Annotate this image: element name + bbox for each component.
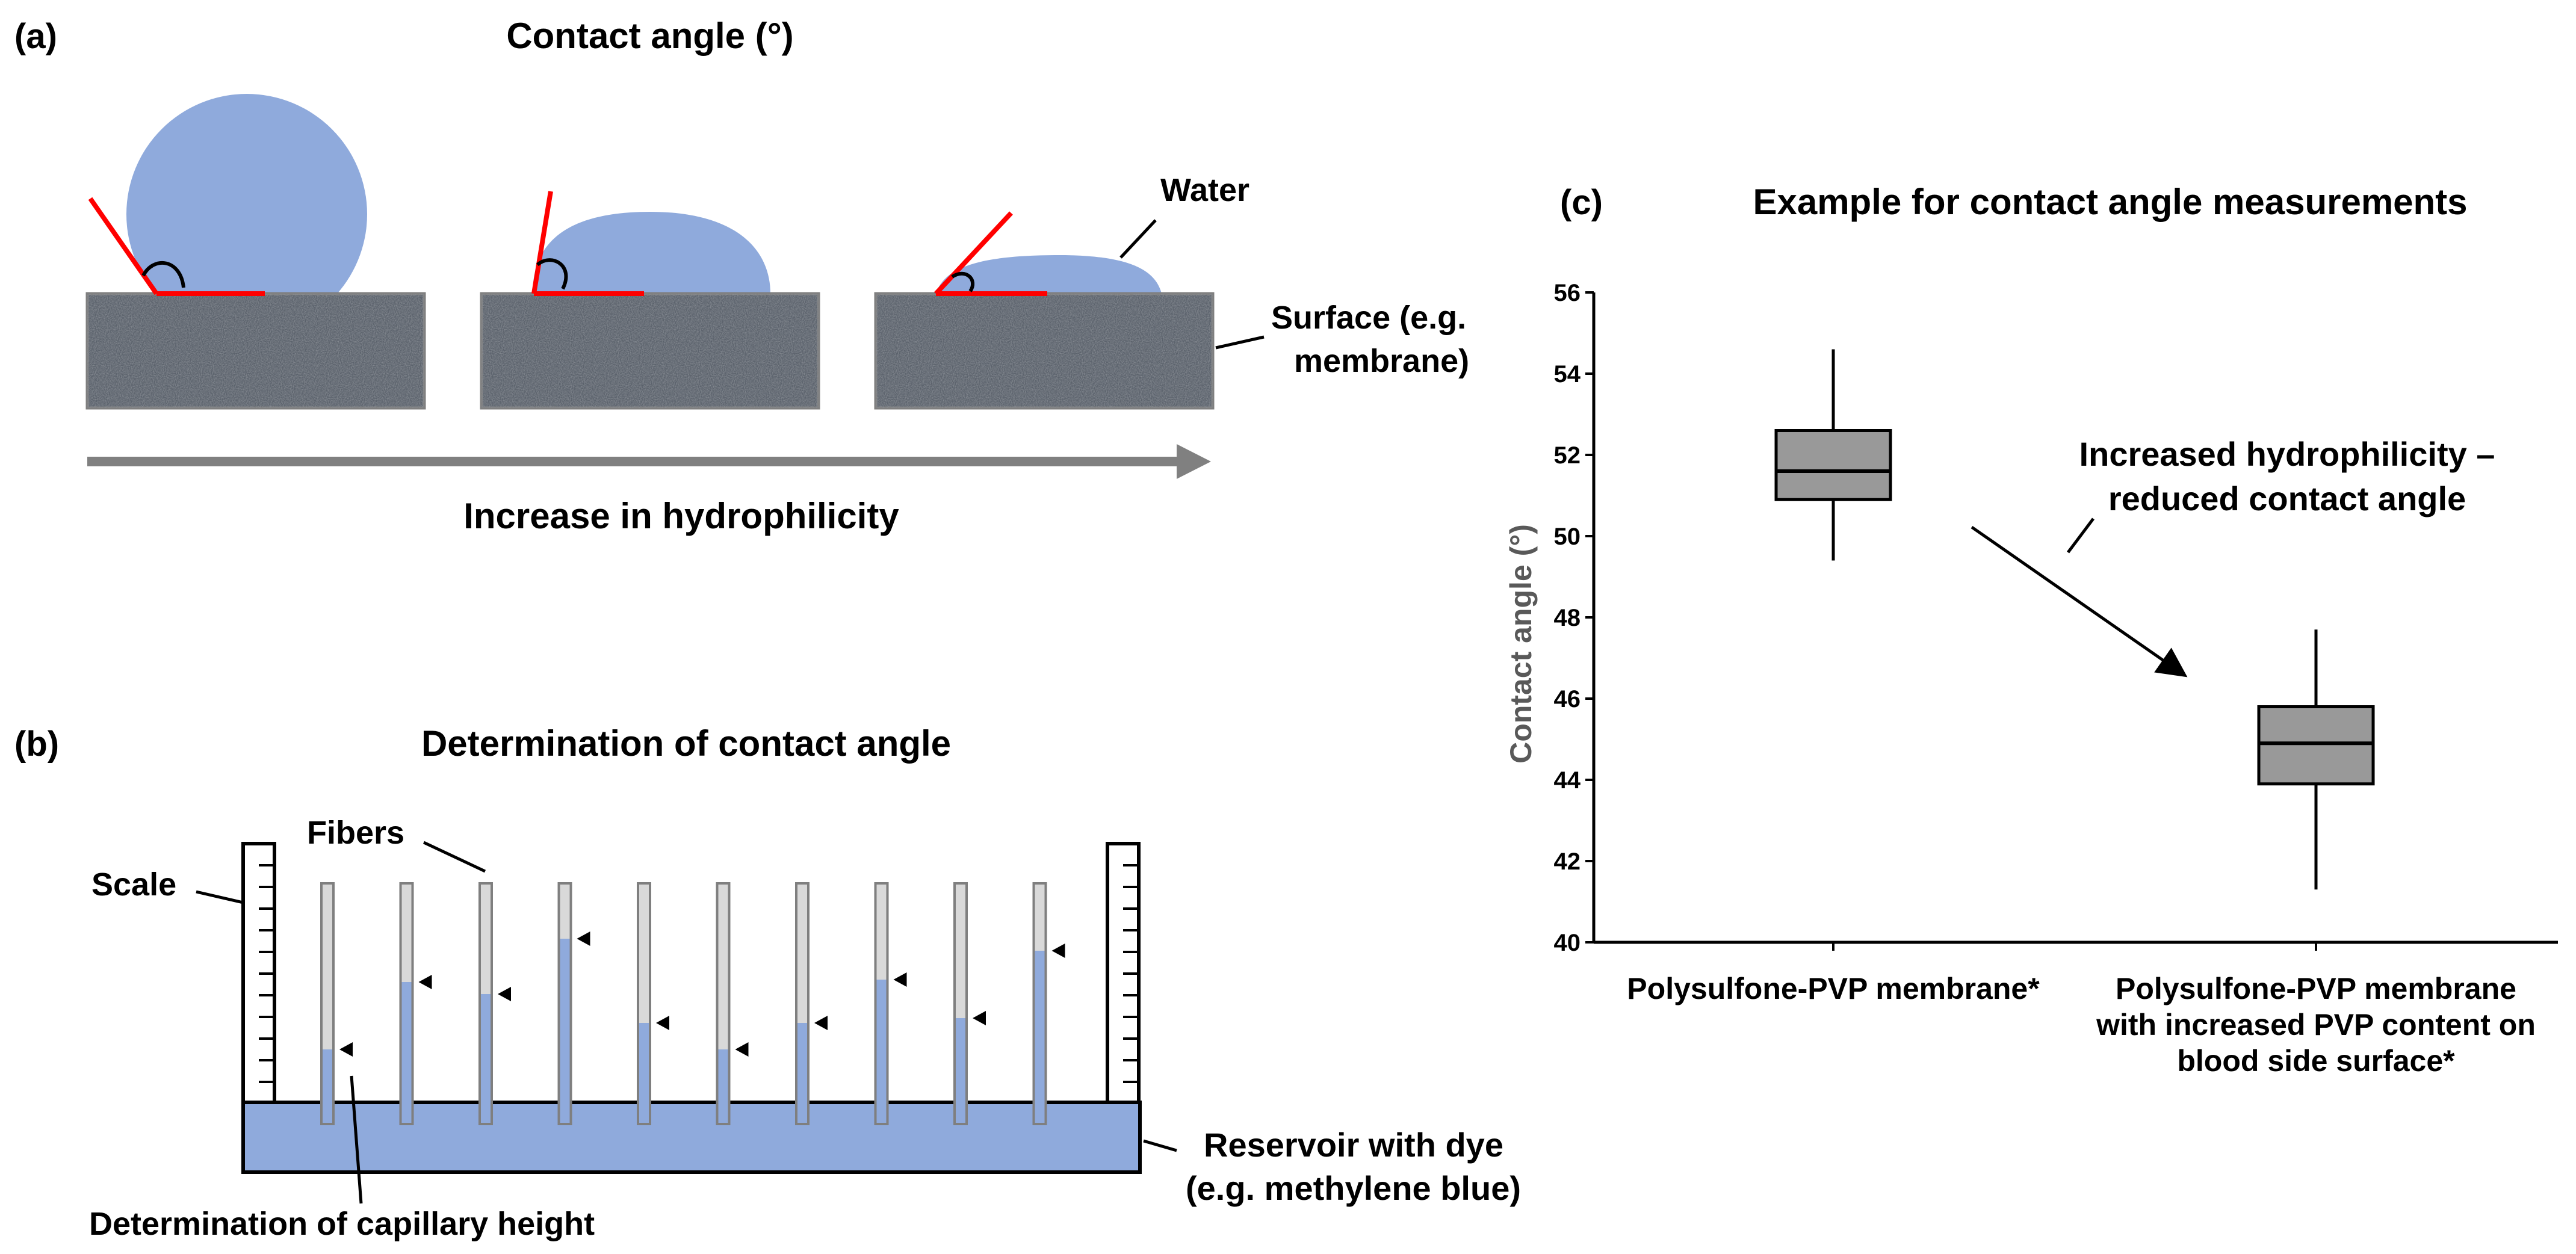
panel-c-title: Example for contact angle measurements bbox=[1753, 182, 2467, 222]
annotation-pointer bbox=[2067, 517, 2095, 554]
category1-label: Polysulfone-PVP membrane* bbox=[1627, 972, 2040, 1005]
fiber bbox=[320, 882, 353, 1125]
surface-2 bbox=[480, 292, 820, 410]
panel-a-label: (a) bbox=[14, 17, 57, 56]
contact-angle-1 bbox=[88, 197, 265, 296]
angle-arc-3 bbox=[951, 271, 975, 292]
fiber-dye-fill bbox=[481, 994, 491, 1123]
height-marker bbox=[893, 972, 907, 987]
box-iqr bbox=[2257, 705, 2375, 786]
fiber-dye-fill bbox=[956, 1018, 965, 1123]
box-2 bbox=[2257, 629, 2375, 890]
panel-a: (a) Contact angle (°) bbox=[14, 16, 1469, 536]
fiber-dye-fill bbox=[718, 1049, 728, 1123]
droplet-3 bbox=[936, 255, 1162, 294]
water-label: Water bbox=[1160, 172, 1249, 208]
reservoir-pointer bbox=[1143, 1139, 1177, 1152]
annotation-line1: Increased hydrophilicity – bbox=[2079, 435, 2495, 473]
angle-arc-2 bbox=[536, 258, 568, 290]
fibers-group bbox=[320, 882, 1065, 1125]
capillary-label: Determination of capillary height bbox=[89, 1206, 595, 1242]
y-tick-label: 54 bbox=[1554, 361, 1581, 388]
y-tick-label: 56 bbox=[1554, 280, 1581, 306]
fiber-dye-fill bbox=[401, 982, 412, 1123]
box-iqr bbox=[1774, 429, 1892, 501]
fiber-dye-fill bbox=[560, 939, 570, 1123]
height-marker bbox=[656, 1016, 669, 1030]
y-tick-label: 52 bbox=[1554, 442, 1581, 469]
category2-label-line1: Polysulfone-PVP membrane bbox=[2116, 972, 2516, 1005]
water-droplet-medium bbox=[533, 212, 770, 294]
reservoir bbox=[241, 1101, 1142, 1174]
scale-left bbox=[241, 842, 276, 1104]
height-marker bbox=[418, 975, 432, 989]
surface-label-line1: Surface (e.g. bbox=[1271, 300, 1466, 336]
fiber-dye-fill bbox=[323, 1049, 332, 1123]
capillary-pointer bbox=[350, 1075, 363, 1204]
panel-b: (b) Determination of contact angle Fiber… bbox=[14, 723, 1521, 1242]
fiber-dye-fill bbox=[876, 980, 887, 1123]
fiber bbox=[716, 882, 749, 1125]
angle-arc-1 bbox=[141, 261, 185, 288]
height-marker bbox=[814, 1016, 828, 1030]
water-droplet-flat bbox=[936, 255, 1162, 294]
contact-angle-3 bbox=[934, 211, 1047, 296]
fiber bbox=[795, 882, 828, 1125]
fiber-dye-fill bbox=[639, 1023, 649, 1123]
box-1 bbox=[1774, 349, 1892, 561]
height-marker bbox=[577, 931, 590, 946]
y-tick-label: 44 bbox=[1554, 767, 1581, 794]
category2-label-line3: blood side surface* bbox=[2177, 1044, 2455, 1078]
height-marker bbox=[973, 1011, 986, 1025]
reservoir-label-line1: Reservoir with dye bbox=[1204, 1126, 1503, 1164]
surface-3 bbox=[874, 292, 1215, 410]
panel-b-label: (b) bbox=[14, 724, 59, 764]
height-marker bbox=[498, 987, 511, 1001]
scale-right bbox=[1106, 842, 1141, 1104]
trend-arrow bbox=[1971, 525, 2188, 678]
fibers-pointer bbox=[423, 841, 486, 873]
fiber-dye-fill bbox=[797, 1023, 807, 1123]
fiber bbox=[399, 882, 432, 1125]
fiber bbox=[478, 882, 511, 1125]
surface-label-line2: membrane) bbox=[1294, 343, 1469, 379]
contact-angle-2 bbox=[531, 191, 644, 296]
panel-a-title: Contact angle (°) bbox=[506, 16, 793, 56]
panel-b-title: Determination of contact angle bbox=[421, 723, 951, 764]
fiber bbox=[1032, 882, 1065, 1125]
fiber bbox=[637, 882, 669, 1125]
hydrophilicity-arrowhead bbox=[1177, 444, 1211, 479]
fibers-label: Fibers bbox=[307, 815, 404, 851]
fiber-dye-fill bbox=[1035, 951, 1045, 1123]
fiber bbox=[557, 882, 590, 1125]
reservoir-label-line2: (e.g. methylene blue) bbox=[1186, 1169, 1521, 1207]
scale-label: Scale bbox=[91, 866, 176, 903]
surface-1 bbox=[85, 292, 426, 410]
y-axis-label: Contact angle (°) bbox=[1504, 524, 1538, 764]
panel-c-label: (c) bbox=[1560, 183, 1603, 222]
category2-label-line2: with increased PVP content on bbox=[2096, 1008, 2536, 1042]
height-marker bbox=[1051, 944, 1065, 958]
annotation-line2: reduced contact angle bbox=[2108, 480, 2466, 517]
hydrophilicity-label: Increase in hydrophilicity bbox=[463, 496, 899, 536]
y-tick-label: 46 bbox=[1554, 686, 1581, 712]
y-tick-label: 40 bbox=[1554, 930, 1581, 956]
height-marker bbox=[339, 1042, 353, 1057]
droplet-2 bbox=[533, 212, 770, 294]
panel-c: (c) Example for contact angle measuremen… bbox=[1504, 182, 2558, 1078]
y-tick-label: 42 bbox=[1554, 848, 1581, 875]
water-droplet-large bbox=[126, 94, 367, 335]
fiber bbox=[874, 882, 907, 1125]
y-tick-label: 48 bbox=[1554, 605, 1581, 631]
scale-pointer bbox=[196, 890, 244, 904]
boxplot-chart: 40 42 44 46 48 50 52 54 56 bbox=[1554, 280, 2558, 956]
surface-pointer bbox=[1215, 335, 1265, 350]
y-tick-label: 50 bbox=[1554, 524, 1581, 550]
height-marker bbox=[735, 1042, 749, 1057]
water-pointer bbox=[1119, 219, 1157, 259]
fiber bbox=[953, 882, 986, 1125]
